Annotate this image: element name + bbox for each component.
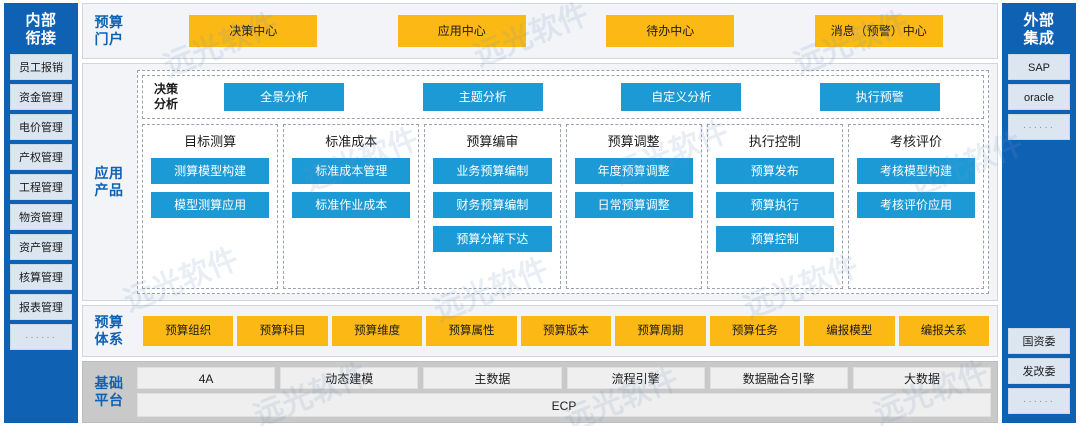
foundation-item-data-fusion-engine[interactable]: 数据融合引擎 — [709, 367, 848, 389]
portal-item-decision-center[interactable]: 决策中心 — [189, 15, 318, 47]
application-products-dashed-container: 决策 分析 全景分析 主题分析 自定义分析 执行预警 目标测算 测算模型构建 — [137, 70, 989, 294]
column-budget-compilation-review: 预算编审 业务预算编制 财务预算编制 预算分解下达 — [424, 124, 561, 289]
app-item-annual-budget-adjustment[interactable]: 年度预算调整 — [574, 158, 693, 184]
right-rail-title: 外部 集成 — [1023, 12, 1055, 47]
band-label-budget-system: 预算 体系 — [94, 314, 124, 347]
right-rail-item-oracle[interactable]: oracle — [1008, 84, 1070, 110]
column-title-budget-adjustment: 预算调整 — [607, 134, 660, 149]
left-rail-item-property-rights-management[interactable]: 产权管理 — [10, 144, 72, 170]
column-title-assessment-evaluation: 考核评价 — [889, 134, 942, 149]
foundation-row-components: 4A 动态建模 主数据 流程引擎 数据融合引擎 大数据 — [137, 367, 992, 389]
band-label-application-products: 应用 产品 — [94, 165, 124, 198]
column-execution-control: 执行控制 预算发布 预算执行 预算控制 — [706, 124, 843, 289]
app-item-standard-activity-cost[interactable]: 标准作业成本 — [292, 192, 411, 218]
budget-item-budget-attribute[interactable]: 预算属性 — [426, 316, 517, 346]
app-item-budget-release[interactable]: 预算发布 — [715, 158, 834, 184]
left-rail-item-project-management[interactable]: 工程管理 — [10, 174, 72, 200]
column-target-calculation: 目标测算 测算模型构建 模型测算应用 — [142, 124, 279, 289]
center-column: 预算 门户 决策中心 应用中心 待办中心 消息（预警）中心 应用 产品 决策 分… — [82, 3, 998, 423]
app-item-assessment-evaluation-application[interactable]: 考核评价应用 — [856, 192, 976, 218]
decision-analysis-items: 全景分析 主题分析 自定义分析 执行预警 — [185, 83, 979, 111]
budget-item-budget-cycle[interactable]: 预算周期 — [615, 316, 706, 346]
column-title-standard-cost: 标准成本 — [325, 134, 378, 149]
foundation-item-ecp[interactable]: ECP — [137, 393, 991, 417]
portal-items: 决策中心 应用中心 待办中心 消息（预警）中心 — [135, 4, 997, 58]
foundation-item-big-data[interactable]: 大数据 — [852, 367, 992, 389]
budget-item-budget-subject[interactable]: 预算科目 — [237, 316, 328, 346]
left-rail-item-fund-management[interactable]: 资金管理 — [10, 84, 72, 110]
decision-item-custom-analysis[interactable]: 自定义分析 — [621, 83, 742, 111]
decision-item-execution-alert[interactable]: 执行预警 — [819, 83, 940, 111]
foundation-item-4a[interactable]: 4A — [137, 367, 276, 389]
budget-item-budget-task[interactable]: 预算任务 — [709, 316, 801, 346]
app-item-assessment-model-build[interactable]: 考核模型构建 — [856, 158, 976, 184]
app-item-budget-control[interactable]: 预算控制 — [715, 226, 834, 252]
budget-item-budget-organization[interactable]: 预算组织 — [143, 316, 234, 346]
left-rail-item-accounting-management[interactable]: 核算管理 — [10, 264, 72, 290]
left-rail-internal-integration: 内部 衔接 员工报销 资金管理 电价管理 产权管理 工程管理 物资管理 资产管理… — [4, 3, 78, 423]
budget-item-reporting-relationship[interactable]: 编报关系 — [898, 316, 989, 346]
budget-system-items: 预算组织 预算科目 预算维度 预算属性 预算版本 预算周期 预算任务 编报模型 … — [135, 306, 997, 356]
foundation-row-ecp: ECP — [137, 393, 991, 417]
decision-item-topic-analysis[interactable]: 主题分析 — [422, 83, 543, 111]
decision-analysis-row: 决策 分析 全景分析 主题分析 自定义分析 执行预警 — [142, 75, 984, 119]
decision-item-panorama-analysis[interactable]: 全景分析 — [224, 83, 345, 111]
app-item-model-calc-application[interactable]: 模型测算应用 — [151, 192, 270, 218]
portal-item-application-center[interactable]: 应用中心 — [397, 15, 526, 47]
application-products-body: 决策 分析 全景分析 主题分析 自定义分析 执行预警 目标测算 测算模型构建 — [135, 64, 997, 300]
band-foundation-platform: 基础 平台 4A 动态建模 主数据 流程引擎 数据融合引擎 大数据 ECP — [82, 361, 998, 423]
foundation-item-master-data[interactable]: 主数据 — [423, 367, 562, 389]
app-item-daily-budget-adjustment[interactable]: 日常预算调整 — [574, 192, 693, 218]
column-title-execution-control: 执行控制 — [748, 134, 801, 149]
app-item-calc-model-build[interactable]: 测算模型构建 — [151, 158, 270, 184]
right-rail-item-more-top[interactable]: ······ — [1008, 114, 1070, 140]
left-rail-item-asset-management[interactable]: 资产管理 — [10, 234, 72, 260]
left-rail-item-report-management[interactable]: 报表管理 — [10, 294, 72, 320]
right-rail-item-sasac[interactable]: 国资委 — [1008, 328, 1070, 354]
foundation-item-dynamic-modeling[interactable]: 动态建模 — [280, 367, 419, 389]
band-label-budget-portal: 预算 门户 — [94, 14, 124, 47]
band-budget-system: 预算 体系 预算组织 预算科目 预算维度 预算属性 预算版本 预算周期 预算任务… — [82, 305, 998, 357]
left-rail-title: 内部 衔接 — [25, 12, 57, 47]
band-label-foundation-platform: 基础 平台 — [94, 375, 124, 408]
right-rail-item-sap[interactable]: SAP — [1008, 54, 1070, 80]
foundation-platform-body: 4A 动态建模 主数据 流程引擎 数据融合引擎 大数据 ECP — [135, 362, 997, 422]
app-item-business-budget-compilation[interactable]: 业务预算编制 — [433, 158, 552, 184]
budget-item-budget-version[interactable]: 预算版本 — [520, 316, 612, 346]
budget-item-budget-dimension[interactable]: 预算维度 — [331, 316, 423, 346]
left-rail-item-materials-management[interactable]: 物资管理 — [10, 204, 72, 230]
band-application-products: 应用 产品 决策 分析 全景分析 主题分析 自定义分析 执行预警 — [82, 63, 998, 301]
left-rail-item-electricity-price-management[interactable]: 电价管理 — [10, 114, 72, 140]
budget-item-reporting-model[interactable]: 编报模型 — [804, 316, 895, 346]
right-rail-external-integration: 外部 集成 SAP oracle ······ 国资委 发改委 ······ — [1002, 3, 1076, 423]
column-title-target-calculation: 目标测算 — [184, 134, 237, 149]
left-rail-item-more[interactable]: ······ — [10, 324, 72, 350]
application-product-columns: 目标测算 测算模型构建 模型测算应用 标准成本 标准成本管理 标准作业成本 预算… — [142, 124, 985, 289]
column-title-budget-compilation-review: 预算编审 — [466, 134, 519, 149]
column-standard-cost: 标准成本 标准成本管理 标准作业成本 — [283, 124, 420, 289]
decision-analysis-label: 决策 分析 — [153, 82, 178, 111]
right-rail-item-ndrc[interactable]: 发改委 — [1008, 358, 1070, 384]
app-item-budget-execution[interactable]: 预算执行 — [715, 192, 834, 218]
app-item-standard-cost-management[interactable]: 标准成本管理 — [292, 158, 411, 184]
left-rail-item-employee-reimbursement[interactable]: 员工报销 — [10, 54, 72, 80]
column-budget-adjustment: 预算调整 年度预算调整 日常预算调整 — [565, 124, 702, 289]
portal-item-todo-center[interactable]: 待办中心 — [606, 15, 735, 47]
portal-item-message-alert-center[interactable]: 消息（预警）中心 — [814, 15, 943, 47]
column-assessment-evaluation: 考核评价 考核模型构建 考核评价应用 — [847, 124, 985, 289]
app-item-budget-decomposition-issuance[interactable]: 预算分解下达 — [433, 226, 552, 252]
app-item-financial-budget-compilation[interactable]: 财务预算编制 — [433, 192, 552, 218]
foundation-item-process-engine[interactable]: 流程引擎 — [566, 367, 705, 389]
right-rail-item-more-bottom[interactable]: ······ — [1008, 388, 1070, 414]
band-budget-portal: 预算 门户 决策中心 应用中心 待办中心 消息（预警）中心 — [82, 3, 998, 59]
